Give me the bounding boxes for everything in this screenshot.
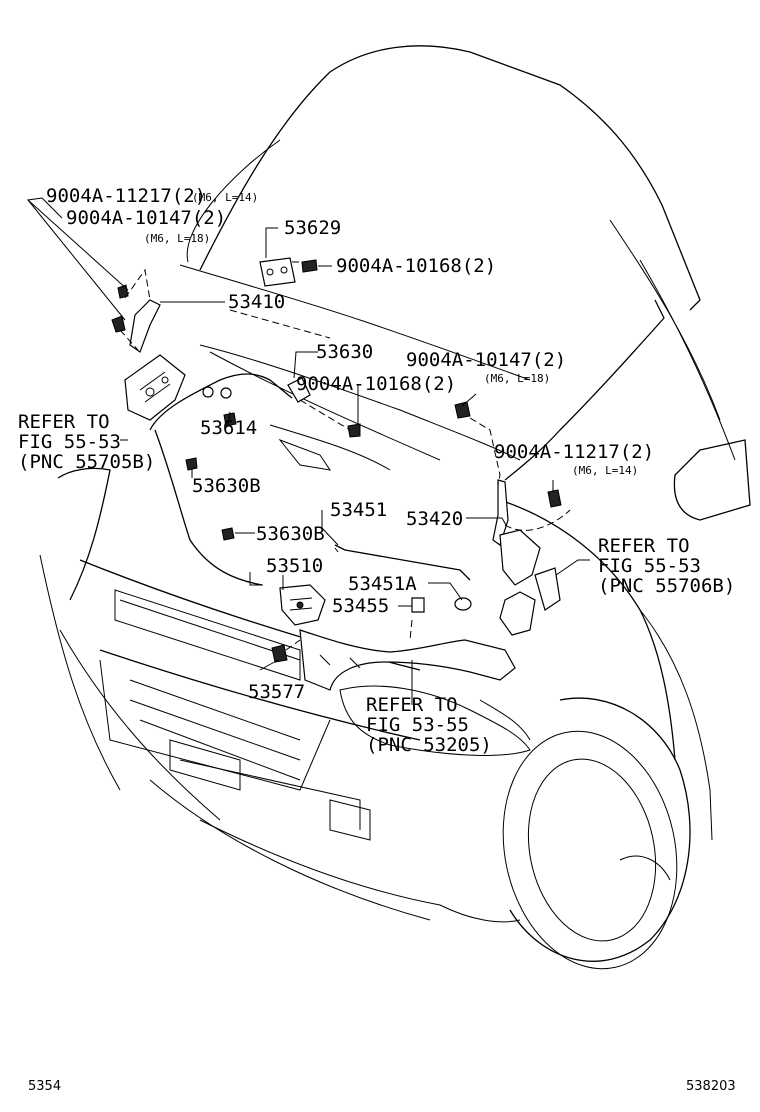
refer-right-line1: REFER TO bbox=[598, 535, 690, 557]
refer-left-line1: REFER TO bbox=[18, 411, 110, 433]
refer-bottom-line3: (PNC 53205) bbox=[366, 734, 492, 756]
refer-bottom-line1: REFER TO bbox=[366, 694, 458, 716]
part-labels: 9004A-11217(2) (M6, L=14) 9004A-10147(2)… bbox=[46, 185, 654, 703]
label-9004a-11217-left-spec: (M6, L=14) bbox=[192, 191, 258, 204]
label-53629: 53629 bbox=[284, 217, 341, 239]
label-9004a-10168-top: 9004A-10168(2) bbox=[336, 255, 496, 277]
refer-left-line3: (PNC 55705B) bbox=[18, 451, 155, 473]
support-rod-53451 bbox=[334, 544, 471, 581]
footer-right: 538203 bbox=[686, 1079, 736, 1094]
footer: 5354 538203 bbox=[28, 1079, 736, 1094]
label-9004a-10147-left-spec: (M6, L=18) bbox=[144, 232, 210, 245]
label-53510: 53510 bbox=[266, 555, 323, 577]
vehicle-outline bbox=[39, 45, 751, 970]
hood-hinge-right bbox=[492, 479, 561, 636]
hood-release-cable bbox=[149, 373, 311, 586]
hood-hinge-left bbox=[124, 299, 186, 421]
label-9004a-11217-right: 9004A-11217(2) bbox=[494, 441, 654, 463]
label-9004a-10147-right-spec: (M6, L=18) bbox=[484, 372, 550, 385]
footer-left: 5354 bbox=[28, 1079, 61, 1094]
label-9004a-11217-left: 9004A-11217(2) bbox=[46, 185, 206, 207]
refer-right-line3: (PNC 55706B) bbox=[598, 575, 735, 597]
refer-right-line2: FIG 55-53 bbox=[598, 555, 701, 577]
label-53451: 53451 bbox=[330, 499, 387, 521]
refer-right: REFER TO FIG 55-53 (PNC 55706B) bbox=[598, 535, 735, 597]
label-9004a-10147-left: 9004A-10147(2) bbox=[66, 207, 226, 229]
refer-left: REFER TO FIG 55-53 (PNC 55705B) bbox=[18, 411, 155, 473]
label-53630b-b: 53630B bbox=[256, 523, 325, 545]
label-53410: 53410 bbox=[228, 291, 285, 313]
label-53614: 53614 bbox=[200, 417, 257, 439]
refer-bottom-line2: FIG 53-55 bbox=[366, 714, 469, 736]
label-9004a-10147-right: 9004A-10147(2) bbox=[406, 349, 566, 371]
leader-lines bbox=[26, 197, 590, 705]
label-53630b-a: 53630B bbox=[192, 475, 261, 497]
label-53451a: 53451A bbox=[348, 573, 417, 595]
label-53577: 53577 bbox=[248, 681, 305, 703]
label-9004a-10168-mid: 9004A-10168(2) bbox=[296, 373, 456, 395]
label-53420: 53420 bbox=[406, 508, 463, 530]
hood-lock-support-panel bbox=[299, 629, 516, 691]
label-9004a-11217-right-spec: (M6, L=14) bbox=[572, 464, 638, 477]
label-53630: 53630 bbox=[316, 341, 373, 363]
fasteners bbox=[111, 259, 562, 663]
hood-support-bracket-53629 bbox=[259, 257, 296, 287]
hood-lock-53510 bbox=[279, 584, 326, 626]
refer-bottom: REFER TO FIG 53-55 (PNC 53205) bbox=[366, 694, 492, 756]
refer-left-line2: FIG 55-53 bbox=[18, 431, 121, 453]
label-53455: 53455 bbox=[332, 595, 389, 617]
